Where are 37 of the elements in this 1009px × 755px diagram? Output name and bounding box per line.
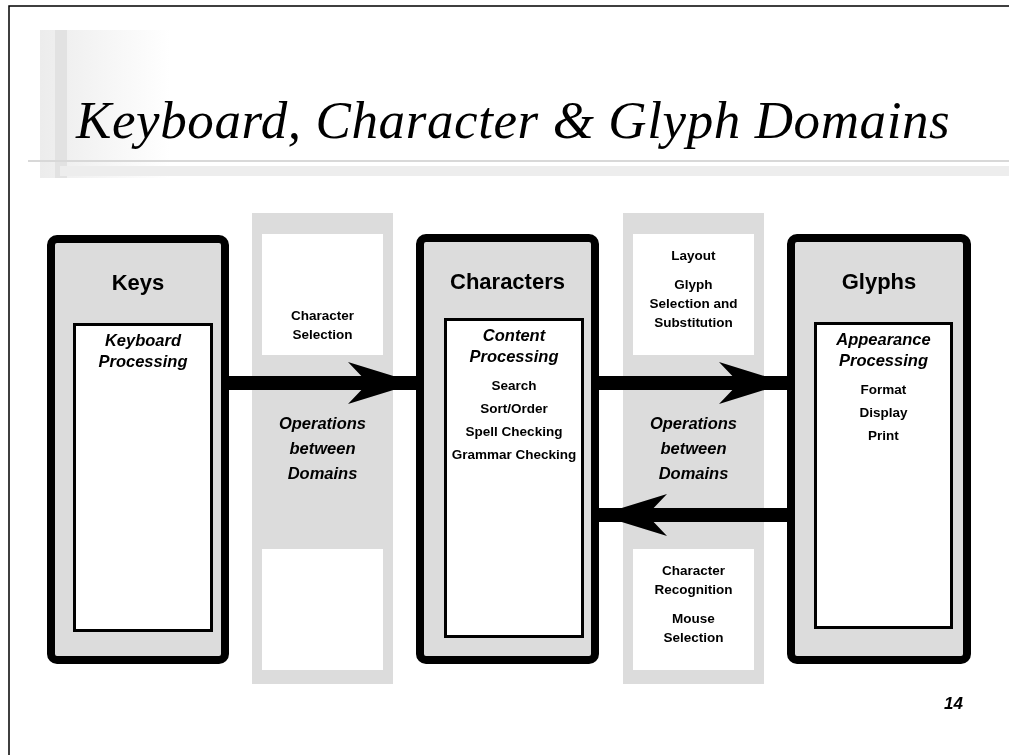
operation-label: Glyph Selection and Substitution xyxy=(648,276,739,332)
operation-item: Print xyxy=(868,427,899,444)
operation-panel xyxy=(633,234,754,355)
operation-item: Grammar Checking xyxy=(451,446,577,463)
band-label: Operations between Domains xyxy=(648,413,739,484)
arrow xyxy=(229,362,416,404)
process-heading: Appearance Processing xyxy=(835,329,932,371)
operation-item: Format xyxy=(860,381,907,398)
domain-heading: Keys xyxy=(111,270,165,296)
empty-box xyxy=(262,549,383,670)
slide-title: Keyboard, Character & Glyph Domains xyxy=(76,90,951,150)
process-box xyxy=(73,323,213,632)
domain-heading: Glyphs xyxy=(841,269,917,295)
operations-band xyxy=(623,213,764,684)
operation-label: Mouse Selection xyxy=(662,610,725,647)
operation-item: Display xyxy=(859,404,908,421)
page-number: 14 xyxy=(944,694,963,714)
operation-item: Spell Checking xyxy=(465,423,563,440)
domain-box xyxy=(787,234,971,664)
process-heading: Content Processing xyxy=(468,325,560,367)
arrow xyxy=(599,362,787,404)
operation-item: Sort/Order xyxy=(480,400,548,417)
process-heading: Keyboard Processing xyxy=(97,330,189,372)
operation-label: Character Recognition xyxy=(653,562,734,599)
operation-label: Character Selection xyxy=(290,307,355,344)
operation-label: Layout xyxy=(671,247,716,265)
domain-box xyxy=(47,235,229,664)
operation-panel xyxy=(633,549,754,670)
process-box xyxy=(814,322,953,629)
operations-band xyxy=(252,213,393,684)
operation-panel xyxy=(262,234,383,355)
band-label: Operations between Domains xyxy=(277,413,368,484)
domain-heading: Characters xyxy=(450,269,565,295)
operation-item: Search xyxy=(491,377,537,394)
domain-box xyxy=(416,234,599,664)
arrow xyxy=(599,494,787,536)
process-box xyxy=(444,318,584,638)
